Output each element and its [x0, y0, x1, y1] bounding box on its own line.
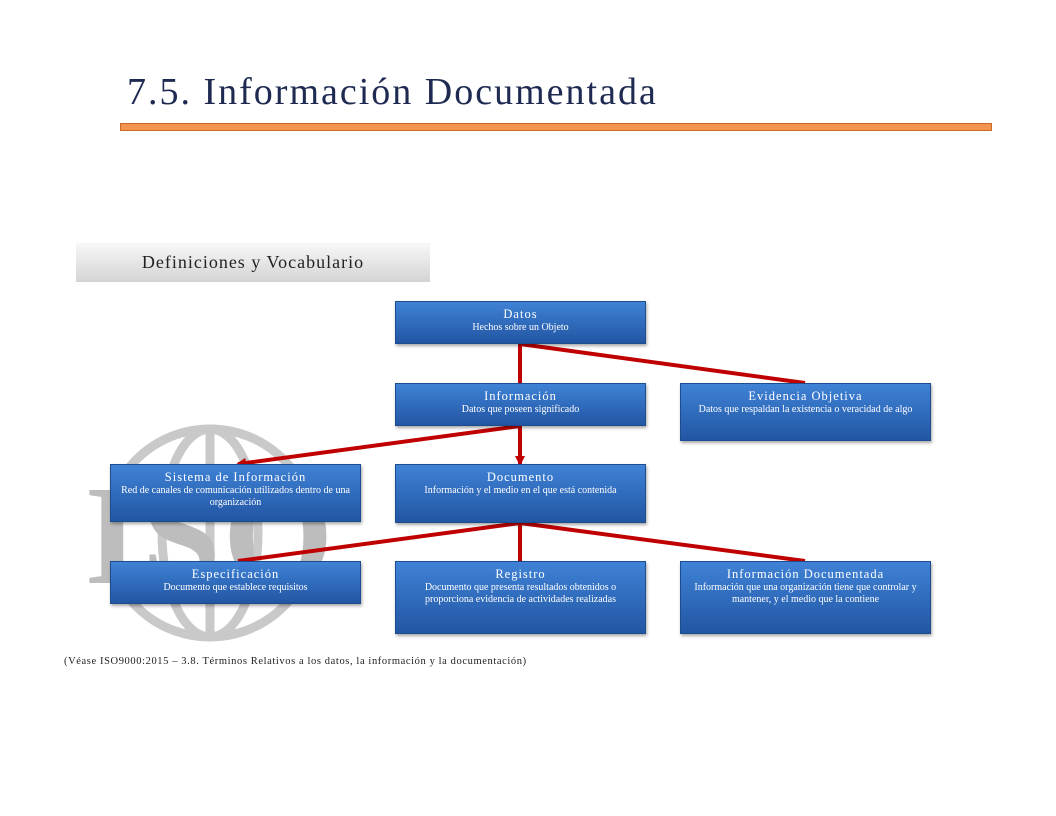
node-datos-title: Datos [503, 307, 538, 321]
node-sistema-desc: Red de canales de comunicación utilizado… [121, 485, 350, 508]
node-especificacion-title: Especificación [191, 567, 280, 581]
node-registro-title: Registro [495, 567, 546, 581]
node-info-documentada-desc: Información que una organización tiene q… [694, 582, 917, 605]
node-documento-desc: Información y el medio en el que está co… [424, 485, 617, 496]
node-documento: Documento Información y el medio en el q… [395, 464, 646, 523]
footnote-reference: (Véase ISO9000:2015 – 3.8. Términos Rela… [64, 656, 527, 667]
node-sistema-title: Sistema de Información [164, 470, 307, 484]
node-sistema-informacion: Sistema de Información Red de canales de… [110, 464, 361, 522]
connector-informacion-sistema [236, 424, 521, 468]
node-especificacion: Especificación Documento que establece r… [110, 561, 361, 604]
node-documento-title: Documento [486, 470, 555, 484]
node-evidencia-desc: Datos que respaldan la existencia o vera… [698, 404, 913, 415]
node-registro: Registro Documento que presenta resultad… [395, 561, 646, 634]
node-informacion: Información Datos que poseen significado [395, 383, 646, 426]
node-evidencia-title: Evidencia Objetiva [748, 389, 863, 403]
node-informacion-documentada: Información Documentada Información que … [680, 561, 931, 634]
node-registro-desc: Documento que presenta resultados obteni… [424, 582, 617, 605]
section-label: Definiciones y Vocabulario [76, 243, 430, 282]
connector-documento-especificacion [237, 521, 521, 563]
title-underline-bar [120, 123, 992, 131]
node-informacion-title: Información [484, 389, 557, 403]
node-especificacion-desc: Documento que establece requisitos [163, 582, 308, 593]
node-datos-desc: Hechos sobre un Objeto [472, 322, 569, 333]
connector-datos-evidencia [519, 342, 806, 385]
node-evidencia-objetiva: Evidencia Objetiva Datos que respaldan l… [680, 383, 931, 441]
node-info-documentada-title: Información Documentada [726, 567, 885, 581]
node-informacion-desc: Datos que poseen significado [461, 404, 580, 415]
connector-documento-info-documentada [519, 521, 806, 563]
slide-title: 7.5. Información Documentada [127, 71, 658, 113]
node-datos: Datos Hechos sobre un Objeto [395, 301, 646, 344]
